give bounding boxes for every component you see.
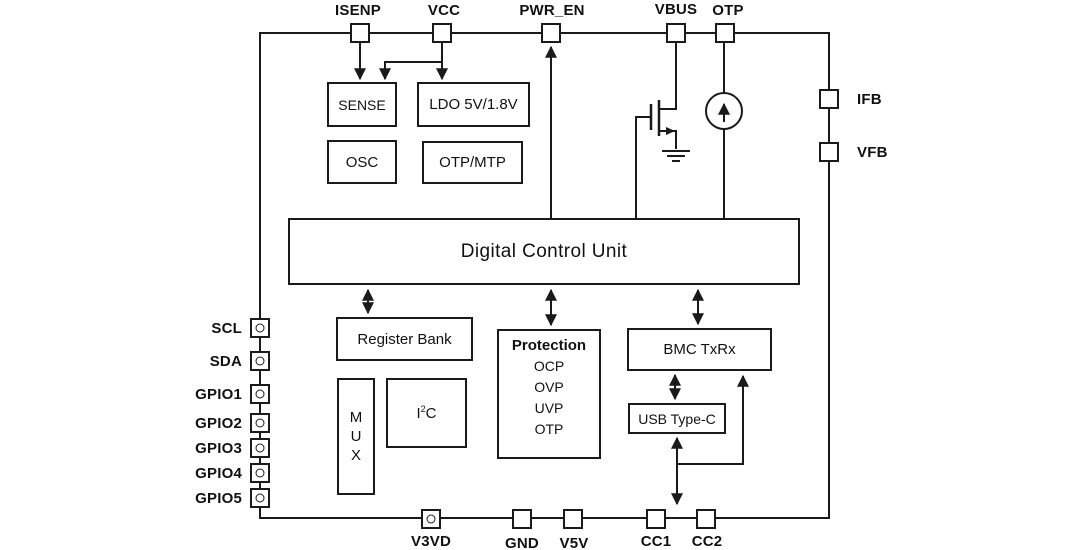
pin-label-gnd: GND [505, 535, 539, 550]
pin-label-pwr-en: PWR_EN [519, 2, 585, 19]
pin-label-v5v: V5V [559, 535, 589, 550]
pin-label-vcc: VCC [427, 2, 461, 19]
block-sense: SENSE [327, 82, 397, 127]
pin-gpio1 [250, 384, 270, 404]
block-sense-label: SENSE [338, 96, 386, 113]
pin-scl [250, 318, 270, 338]
protection-item-uvp: UVP [534, 400, 564, 416]
block-mux-letter: U [350, 428, 362, 445]
pin-gpio4 [250, 463, 270, 483]
pin-label-gpio5: GPIO5 [195, 490, 242, 507]
pin-label-cc2: CC2 [691, 533, 723, 550]
block-protection: Protection OCP OVP UVP OTP [497, 329, 601, 459]
pin-sda [250, 351, 270, 371]
pin-isenp [350, 23, 370, 43]
pin-label-cc1: CC1 [640, 533, 672, 550]
pin-label-v3vd: V3VD [411, 533, 451, 550]
pin-label-vfb: VFB [857, 144, 888, 161]
block-register-bank: Register Bank [336, 317, 473, 361]
block-otp-mtp-label: OTP/MTP [439, 154, 506, 171]
pin-vbus [666, 23, 686, 43]
block-i2c: I2C [386, 378, 467, 448]
block-bmc-txrx: BMC TxRx [627, 328, 772, 371]
block-mux-letter: X [350, 447, 361, 464]
pin-cc2 [696, 509, 716, 529]
block-usb-type-c: USB Type-C [628, 403, 726, 434]
pin-label-gpio3: GPIO3 [195, 440, 242, 457]
pin-gpio3 [250, 438, 270, 458]
block-register-bank-label: Register Bank [357, 330, 452, 348]
pin-vfb [819, 142, 839, 162]
pin-v5v [563, 509, 583, 529]
block-digital-control-unit: Digital Control Unit [288, 218, 800, 285]
block-osc-label: OSC [345, 153, 379, 171]
block-ldo: LDO 5V/1.8V [417, 82, 530, 127]
block-usb-label: USB Type-C [638, 410, 716, 427]
pin-label-otp: OTP [712, 2, 744, 19]
pin-cc1 [646, 509, 666, 529]
block-osc: OSC [327, 140, 397, 184]
protection-item-ocp: OCP [533, 358, 565, 374]
block-protection-title: Protection [511, 337, 587, 354]
block-otp-mtp: OTP/MTP [422, 141, 523, 184]
pin-label-gpio1: GPIO1 [195, 386, 242, 403]
pin-label-sda: SDA [209, 353, 242, 370]
pin-gpio2 [250, 413, 270, 433]
pin-label-ifb: IFB [857, 91, 882, 108]
block-mux: M U X [337, 378, 375, 495]
block-i2c-label: I2C [416, 404, 437, 422]
pin-label-isenp: ISENP [334, 2, 382, 19]
block-mux-letter: M [349, 409, 363, 426]
block-bmc-label: BMC TxRx [663, 341, 736, 358]
pin-gnd [512, 509, 532, 529]
block-ldo-label: LDO 5V/1.8V [429, 96, 518, 113]
pin-pwr-en [541, 23, 561, 43]
pin-otp [715, 23, 735, 43]
pin-v3vd [421, 509, 441, 529]
pin-label-scl: SCL [211, 320, 242, 337]
pin-label-gpio4: GPIO4 [195, 465, 242, 482]
block-dcu-label: Digital Control Unit [460, 240, 628, 262]
pin-label-gpio2: GPIO2 [195, 415, 242, 432]
protection-item-ovp: OVP [534, 379, 564, 395]
pin-gpio5 [250, 488, 270, 508]
pin-label-vbus: VBUS [654, 1, 698, 18]
pin-vcc [432, 23, 452, 43]
pin-ifb [819, 89, 839, 109]
protection-item-otp: OTP [534, 421, 564, 437]
